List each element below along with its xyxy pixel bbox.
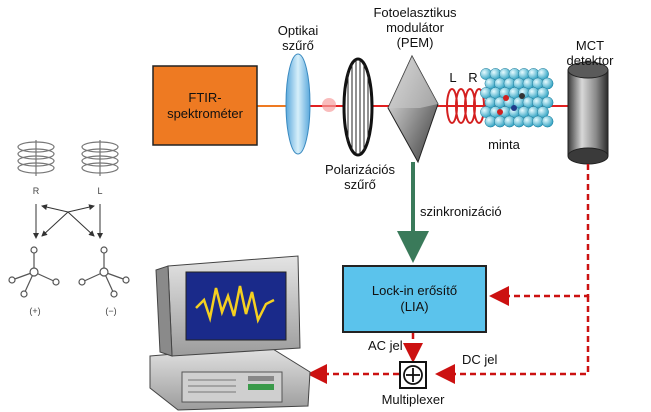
sample-atom <box>541 77 554 90</box>
detector-to-lockin-line <box>489 164 590 306</box>
polarizer-filter <box>342 57 374 157</box>
dc-signal-line <box>435 296 590 384</box>
helix-l-label: L <box>97 186 103 196</box>
ftir-spectrometer-box <box>152 65 258 146</box>
beam-focus-spot <box>322 98 336 112</box>
sample-atom <box>541 96 554 109</box>
monitor-screen <box>185 271 287 341</box>
multiplexer-symbol <box>399 361 427 389</box>
helix-right-icon <box>17 140 55 176</box>
pem-label: Fotoelasztikus modulátor (PEM) <box>373 5 457 50</box>
computer-icon <box>149 255 311 411</box>
spectrum-trace <box>195 285 275 324</box>
sample-crystal <box>480 68 554 128</box>
left-circular-label: L <box>449 70 457 85</box>
helix-r-label: R <box>32 186 40 196</box>
circular-polarization-rings <box>446 88 485 124</box>
sample-atom <box>541 115 554 128</box>
sample-label: minta <box>488 137 520 152</box>
mct-detector <box>567 61 609 165</box>
pem-modulator <box>387 54 439 164</box>
sync-label: szinkronizáció <box>420 204 502 219</box>
adsorbed-molecule-atom <box>503 95 509 101</box>
adsorbed-molecule-atom <box>519 93 525 99</box>
polarization-filter-label: Polarizációs szűrő <box>324 162 396 192</box>
chiral-minus-label: (−) <box>105 306 117 316</box>
dc-signal-label: DC jel <box>462 352 498 367</box>
lockin-amplifier-box <box>342 265 487 333</box>
sample-atom <box>537 106 549 118</box>
sample-atom <box>537 87 549 99</box>
chirality-illustration <box>8 140 130 298</box>
sample-atom <box>537 68 549 80</box>
chiral-plus-label: (+) <box>29 306 41 316</box>
ftir-label: FTIR- spektrométer <box>167 89 243 121</box>
lockin-label: Lock-in erősítő (LIA) <box>371 283 458 314</box>
adsorbed-molecule-atom <box>497 109 503 115</box>
optical-filter-label: Optikai szűrő <box>277 23 319 53</box>
molecule-plus-icon <box>8 246 60 298</box>
right-circular-label: R <box>468 70 478 85</box>
optical-filter-lens <box>285 53 311 155</box>
multiplexer-label: Multiplexer <box>381 392 445 407</box>
molecule-minus-icon <box>78 246 130 298</box>
adsorbed-molecule-atom <box>511 105 517 111</box>
helix-left-icon <box>81 140 119 176</box>
ac-signal-label: AC jel <box>368 338 403 353</box>
mct-label: MCT detektor <box>566 38 614 68</box>
